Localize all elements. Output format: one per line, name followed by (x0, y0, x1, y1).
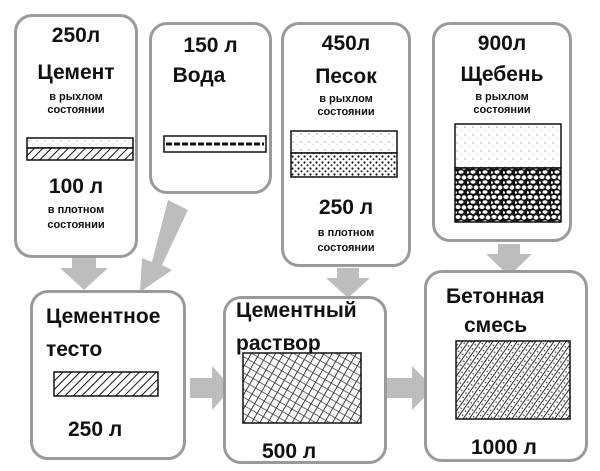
paste-label-line1: Цементное (46, 305, 161, 328)
mortar-label-line1: Цементный (236, 299, 357, 322)
concrete-volume: 1000 л (471, 436, 537, 459)
arrow-water-to-paste (140, 200, 188, 292)
water-volume: 150 л (183, 34, 238, 57)
sand-state-dense-line1: в плотном (317, 227, 375, 239)
gravel-volume: 900л (477, 32, 527, 55)
sand-label: Песок (315, 65, 377, 88)
cement-box (14, 14, 138, 258)
arrow-gravel-to-concrete (486, 244, 532, 276)
paste-sample-figure (53, 371, 159, 397)
arrow-sand-to-mortar (326, 268, 370, 298)
cement-volume-loose: 250л (51, 24, 101, 47)
arrow-cement-to-paste (60, 252, 108, 290)
water-label: Вода (172, 64, 226, 87)
water-sample-figure (163, 135, 267, 153)
sand-volume-loose: 450л (321, 32, 371, 55)
cement-label: Цемент (37, 61, 115, 84)
concrete-label-line1: Бетонная (446, 285, 545, 308)
sand-state-loose-line2: состоянии (317, 106, 375, 118)
arrow-paste-to-mortar (190, 366, 232, 410)
sand-state-loose-line1: в рыхлом (319, 93, 373, 105)
gravel-state-line1: в рыхлом (475, 91, 529, 103)
gravel-label: Щебень (460, 63, 544, 86)
cement-sample-figure (26, 137, 134, 161)
cement-state-dense-line1: в плотном (47, 204, 105, 216)
arrow-mortar-to-concrete (386, 366, 434, 410)
concrete-label-line2: смесь (464, 314, 528, 337)
gravel-sample-figure (454, 123, 562, 223)
cement-state-loose-line1: в рыхлом (49, 91, 103, 103)
mortar-volume: 500 л (262, 440, 317, 463)
gravel-state-line2: состоянии (473, 104, 531, 116)
mortar-label-line2: раствор (236, 332, 321, 355)
sand-volume-dense: 250 л (318, 196, 374, 219)
paste-label-line2: тесто (46, 338, 103, 361)
mortar-sample-figure (242, 352, 362, 424)
cement-volume-dense: 100 л (48, 175, 104, 198)
sand-state-dense-line2: состоянии (317, 242, 375, 254)
paste-volume: 250 л (68, 418, 123, 441)
water-box (149, 22, 272, 194)
cement-state-loose-line2: состоянии (47, 104, 105, 116)
sand-sample-figure (290, 130, 398, 178)
concrete-sample-figure (455, 340, 571, 420)
cement-state-dense-line2: состоянии (47, 219, 105, 231)
